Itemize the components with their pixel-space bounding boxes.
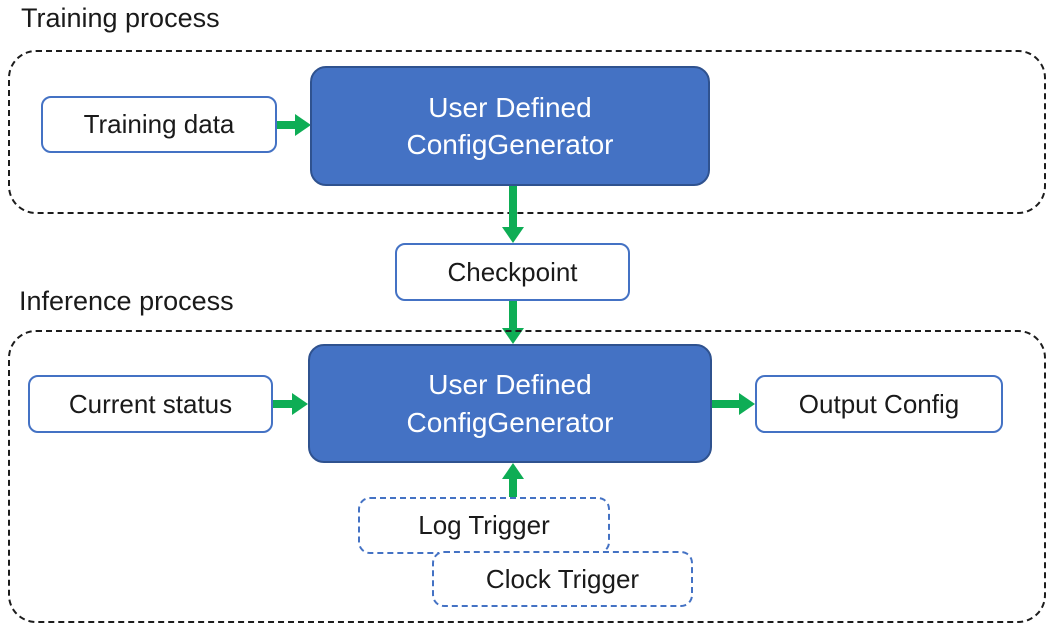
node-log-trigger: Log Trigger [358, 497, 610, 554]
config-generator-line1: User Defined [428, 369, 592, 401]
arrow-head-right-icon [739, 393, 755, 415]
arrow-shaft [273, 400, 292, 408]
config-generator-line2: ConfigGenerator [406, 129, 614, 160]
arrow-head-right-icon [292, 393, 308, 415]
node-training-data: Training data [41, 96, 277, 153]
training-process-container [8, 50, 1046, 214]
arrow-head-up-icon [502, 463, 524, 479]
current-status-label: Current status [68, 388, 233, 419]
arrow-head-down-icon [502, 328, 524, 344]
arrow-head-right-icon [295, 114, 311, 136]
arrow-shaft [509, 186, 517, 227]
node-clock-trigger: Clock Trigger [432, 551, 693, 607]
arrow-training-data-to-generator [277, 113, 311, 137]
config-generator-line2: ConfigGenerator [406, 406, 614, 438]
arrow-shaft [509, 479, 517, 497]
arrow-trigger-to-generator [501, 463, 525, 497]
clock-trigger-label: Clock Trigger [485, 563, 640, 594]
node-output-config: Output Config [755, 375, 1003, 433]
arrow-shaft [712, 400, 739, 408]
arrow-generator-to-checkpoint [501, 186, 525, 243]
config-generator-line1: User Defined [428, 91, 592, 123]
node-config-generator-training: User Defined ConfigGenerator [310, 66, 710, 186]
node-config-generator-inference: User Defined ConfigGenerator [308, 344, 712, 463]
inference-process-label: Inference process [19, 286, 234, 316]
arrow-checkpoint-to-generator [501, 301, 525, 344]
log-trigger-label: Log Trigger [418, 510, 550, 540]
arrow-shaft [277, 121, 295, 129]
node-current-status: Current status [28, 375, 273, 433]
output-config-label: Output Config [798, 388, 960, 419]
arrow-generator-to-output [712, 392, 755, 416]
arrow-current-status-to-generator [273, 392, 308, 416]
arrow-shaft [509, 301, 517, 328]
training-data-label: Training data [83, 109, 235, 139]
arrow-head-down-icon [502, 227, 524, 243]
checkpoint-label: Checkpoint [447, 256, 578, 287]
node-checkpoint: Checkpoint [395, 243, 630, 301]
training-process-label: Training process [21, 3, 220, 33]
inference-process-container [8, 330, 1046, 623]
